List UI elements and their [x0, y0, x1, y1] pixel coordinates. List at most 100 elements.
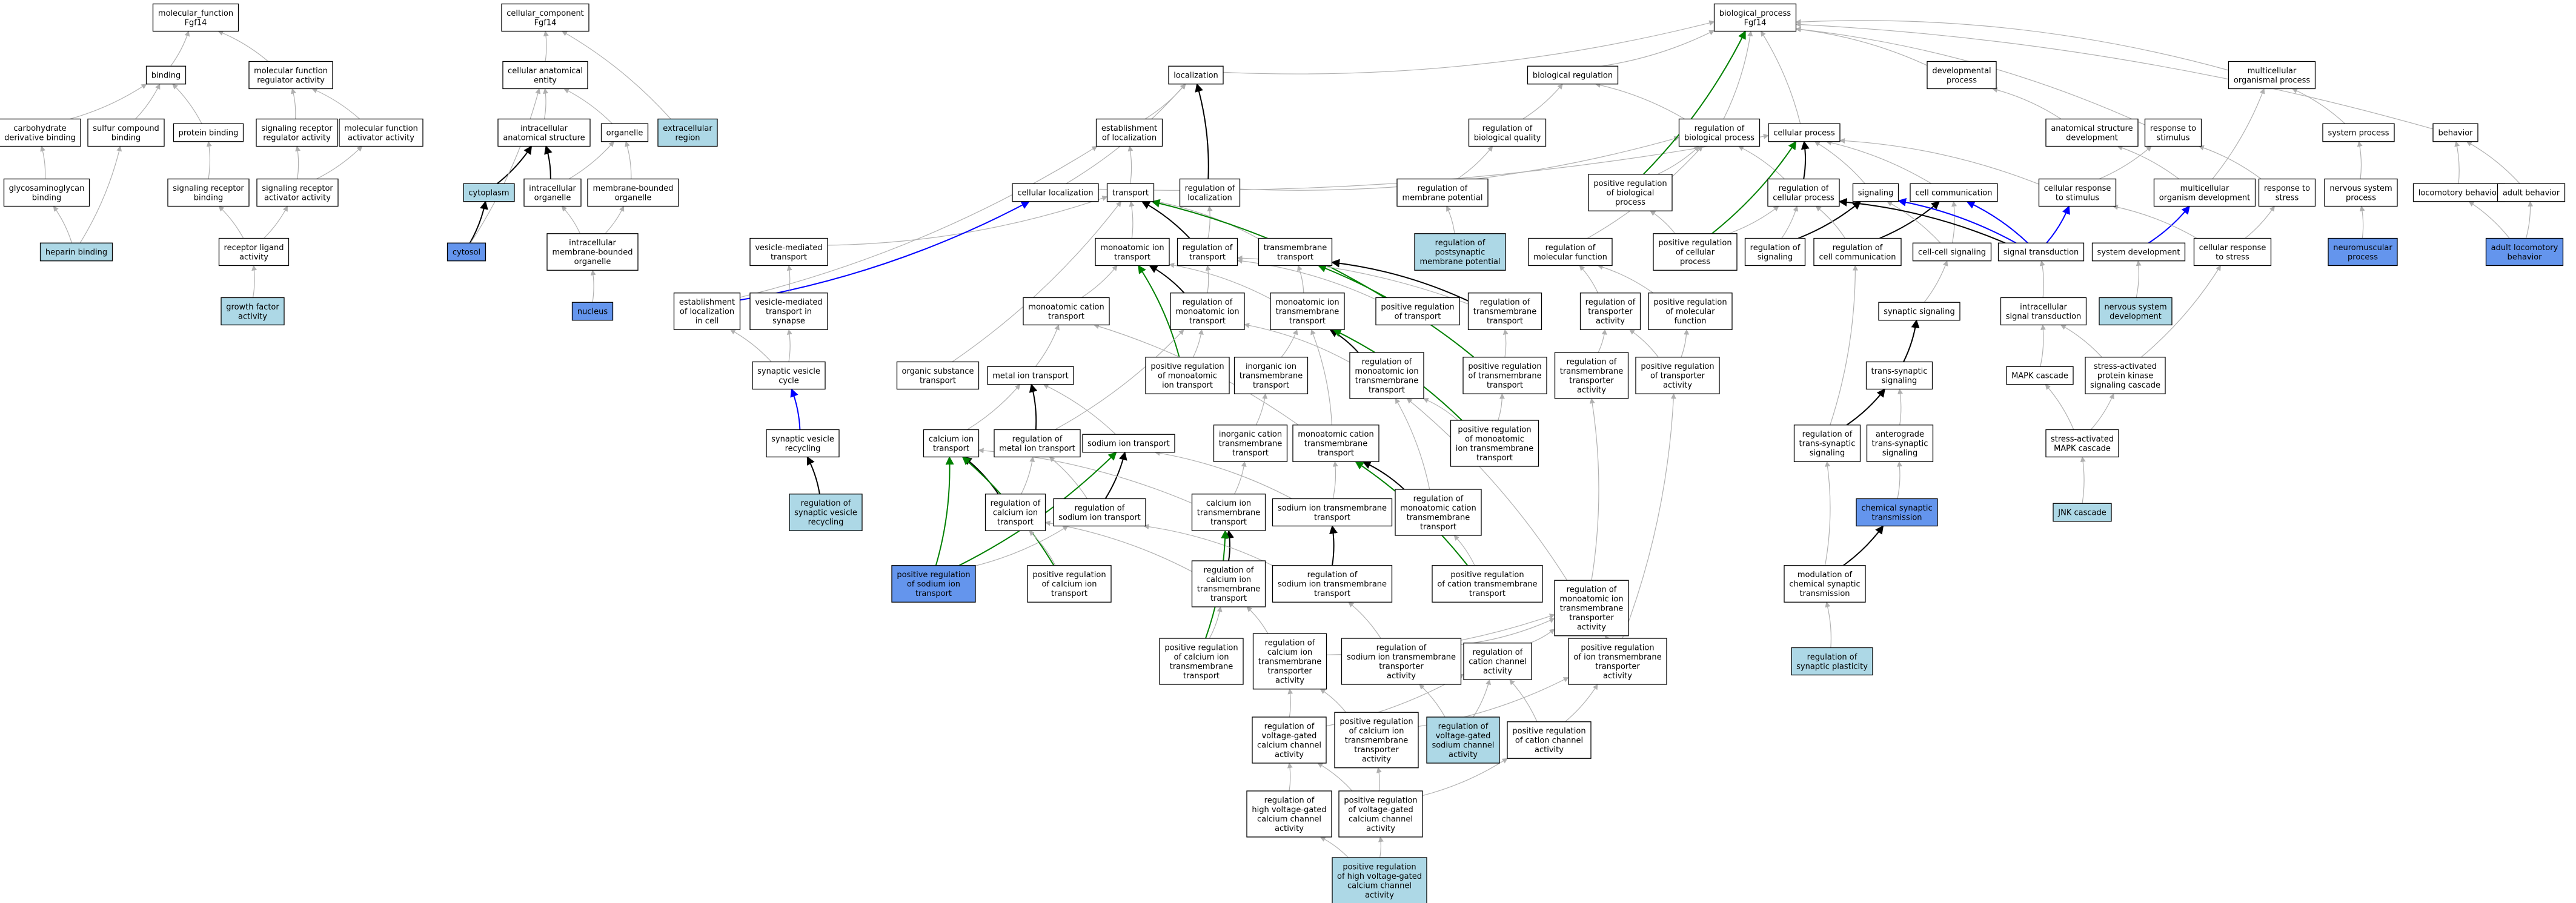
term-label-line: regulation of: [1695, 124, 1745, 133]
edge-is-a-glyco-to-carb: [40, 145, 46, 179]
term-label-line: molecular function: [254, 67, 328, 76]
term-label-line: sodium ion transmembrane: [1278, 504, 1387, 513]
term-label-line: transport: [1114, 253, 1150, 262]
term-label-line: of localization: [1102, 133, 1157, 142]
term-label-line: positive regulation: [1381, 303, 1454, 312]
term-label-line: transmission: [1871, 513, 1922, 522]
edge-is-a-intmemb-to-intorg: [561, 205, 581, 234]
term-label-line: regulation of: [1585, 298, 1636, 307]
term-box: [1678, 118, 1761, 147]
term-label-line: binding: [194, 193, 223, 202]
edge-is-a-multiorg-to-bp: [1795, 19, 2229, 71]
edge-is-a-inorgiontm-to-monoiontm: [1281, 329, 1298, 358]
term-box: [152, 3, 239, 32]
edge-is-a-posregcatchan-to-regcatchan: [1509, 679, 1538, 723]
term-label-line: membrane potential: [1419, 257, 1500, 266]
term-label-line: organic substance: [902, 367, 974, 376]
term-label-line: signaling receptor: [261, 124, 333, 133]
term-label-line: activity: [238, 312, 267, 321]
edge-is-a-neuromusc-to-nervsysproc: [2359, 205, 2365, 239]
term-box: [1375, 297, 1460, 326]
term-label-line: of calcium ion: [1349, 727, 1404, 736]
term-label-line: transport in: [766, 308, 812, 317]
edge-is-a-sapk-to-intracellsig: [2060, 324, 2102, 358]
term-box: [3, 178, 90, 207]
edge-part-of-transsyn-to-synsig: [1903, 319, 1920, 362]
term-label-line: transmembrane: [1560, 604, 1624, 614]
term-label-line: MAPK cascade: [2011, 372, 2068, 381]
term-label-line: transporter: [1267, 667, 1312, 676]
term-box: [1338, 790, 1423, 838]
edge-is-a-posreghvgcachan-to-posregvgcachan: [1378, 836, 1384, 858]
term-label-line: transporter: [1379, 662, 1424, 671]
term-label: localization: [1173, 71, 1218, 81]
term-label-line: developmental: [1932, 67, 1991, 76]
term-label-line: activity: [1596, 317, 1625, 326]
term-label-line: regulation of: [1833, 243, 1883, 253]
term-label-line: transporter: [1354, 746, 1399, 755]
term-label-line: calcium channel: [1257, 741, 1321, 750]
go-term-cellcomm: cell communication: [1910, 183, 1998, 202]
term-label-line: activator activity: [264, 193, 331, 202]
edge-is-a-regcalciumiontr-to-regmetaliontr: [1021, 456, 1035, 495]
term-box: [1912, 242, 1992, 262]
term-label-line: stress-activated: [2094, 362, 2157, 371]
term-label-line: activity: [1483, 667, 1512, 676]
edge-is-a-posregcellproc-to-regcellproc: [1728, 205, 1779, 234]
term-label: cytoplasm: [468, 189, 509, 198]
term-label: MAPK cascade: [2011, 372, 2068, 381]
term-label: locomotory behavior: [2418, 189, 2500, 198]
term-label-line: binding: [151, 71, 181, 81]
term-box: [600, 123, 649, 142]
term-box: [1554, 352, 1629, 399]
edge-is-a-signaling-to-cellproc: [1814, 141, 1865, 184]
term-label-line: transport: [1189, 317, 1226, 326]
edge-is-a-metaliontr-to-monocattr: [1035, 324, 1060, 367]
term-box: [749, 293, 828, 330]
edge-is-a-estloc-to-localization: [1144, 84, 1186, 120]
term-label: cellular process: [1773, 129, 1835, 138]
term-box: [1791, 647, 1873, 676]
term-label-line: transport: [997, 518, 1034, 527]
term-box: [2085, 357, 2166, 394]
term-label-line: transport: [1487, 317, 1523, 326]
go-term-sysproc: system process: [2322, 123, 2395, 142]
term-box: [1095, 118, 1163, 147]
term-box: [1168, 65, 1224, 85]
term-label-line: postsynaptic: [1435, 248, 1486, 257]
term-label-line: transmission: [1799, 589, 1850, 598]
term-label-line: monoatomic ion: [1275, 298, 1339, 307]
term-label-line: transmembrane: [1219, 440, 1283, 449]
edge-part-of-regmetaliontr-to-metaliontr: [1029, 383, 1038, 430]
term-label-line: organelle: [534, 193, 571, 202]
term-box: [248, 61, 333, 90]
